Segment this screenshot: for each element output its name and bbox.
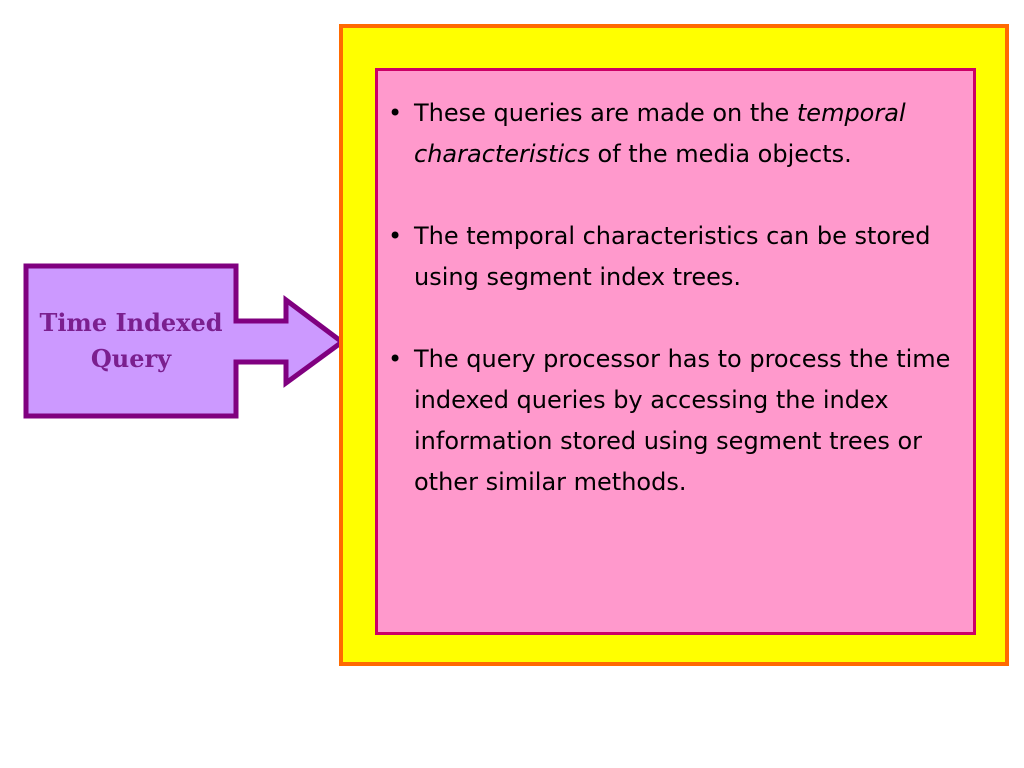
bullet-item-2: • The temporal characteristics can be st… <box>388 216 973 298</box>
bullet-text-1: These queries are made on the temporal c… <box>414 93 973 175</box>
bullet-item-3: • The query processor has to process the… <box>388 339 973 503</box>
callout-arrow-shape <box>23 263 347 419</box>
callout-label-line-1: Time Indexed <box>39 308 223 337</box>
callout-label-line-2: Query <box>90 344 172 373</box>
bullet-1-text-start: These queries are made on the <box>414 99 790 127</box>
bullet-text-3: The query processor has to process the t… <box>414 345 951 496</box>
bullet-list: • These queries are made on the temporal… <box>378 71 973 503</box>
bullet-marker: • <box>388 222 403 250</box>
bullet-1-emphasis: temporal characteristics <box>414 99 906 168</box>
bullet-marker: • <box>388 345 403 373</box>
bullet-text-2: The temporal characteristics can be stor… <box>414 222 931 291</box>
bullet-1-text-end: of the media objects. <box>597 140 852 168</box>
callout-label: Time Indexed Query <box>26 266 236 416</box>
bullet-marker: • <box>388 99 403 127</box>
content-panel: • These queries are made on the temporal… <box>375 68 976 635</box>
bullet-item-1: • These queries are made on the temporal… <box>388 93 973 175</box>
